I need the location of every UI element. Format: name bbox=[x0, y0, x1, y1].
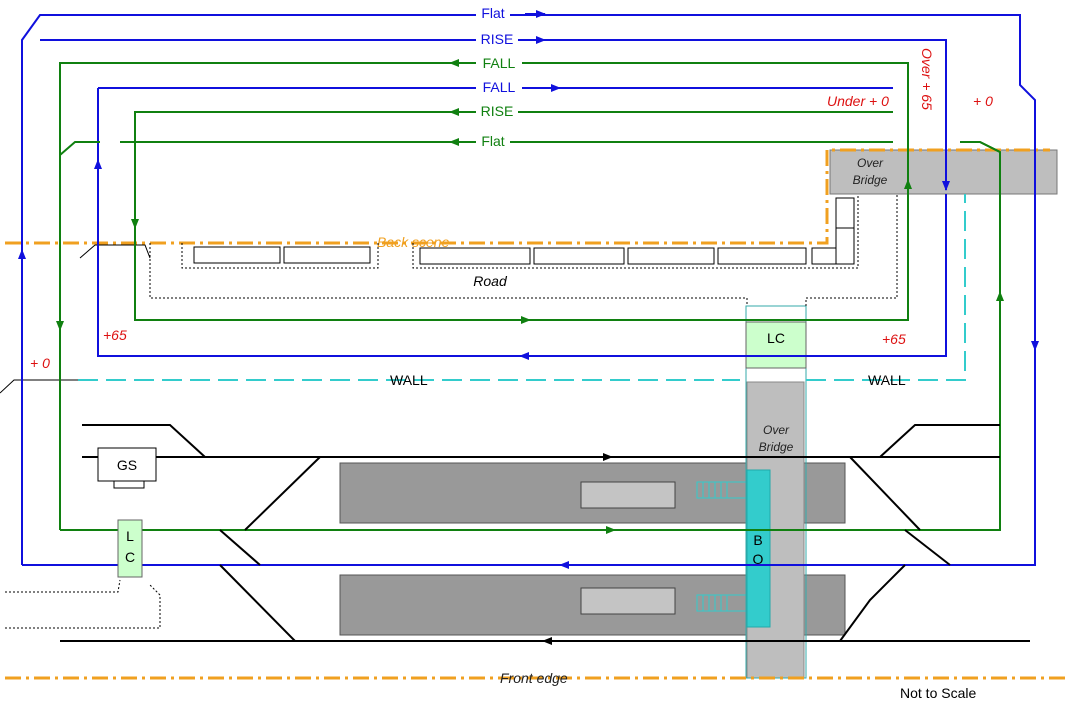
track-flat-outer bbox=[21, 14, 1036, 566]
height-under0: Under + 0 bbox=[827, 93, 889, 109]
height-plus65-left: +65 bbox=[103, 327, 127, 343]
road-inner-outline bbox=[181, 194, 859, 269]
label-fall-outer: FALL bbox=[483, 55, 516, 71]
wall-line bbox=[78, 194, 966, 381]
steps-lower bbox=[696, 594, 748, 612]
low-relief-buildings bbox=[193, 197, 855, 265]
height-over65: Over + 65 bbox=[919, 48, 935, 110]
booking-office-label-1: B bbox=[753, 532, 762, 548]
goods-shed-dock bbox=[113, 480, 145, 489]
booking-office bbox=[746, 469, 771, 628]
label-rise-inner: RISE bbox=[481, 103, 514, 119]
level-crossing-top bbox=[745, 321, 807, 369]
track-flat-inner-dash bbox=[979, 141, 1001, 153]
back-scene-label: Back scene bbox=[377, 234, 450, 250]
road-label: Road bbox=[473, 273, 508, 289]
front-edge-label: Front edge bbox=[500, 670, 568, 686]
height-plus0-left: + 0 bbox=[30, 355, 50, 371]
goods-shed-label: GS bbox=[117, 457, 137, 473]
over-bridge-top-label-2: Bridge bbox=[853, 173, 888, 187]
baseboard-left-upper bbox=[79, 244, 151, 259]
wall-left-label: WALL bbox=[390, 372, 428, 388]
over-bridge-outline bbox=[745, 305, 807, 679]
over-bridge-mid-label-2: Bridge bbox=[759, 440, 794, 454]
track-rise-top bbox=[40, 39, 947, 190]
back-scene-line bbox=[5, 148, 1050, 245]
label-rise-top: RISE bbox=[481, 31, 514, 47]
height-plus65-right: +65 bbox=[882, 331, 906, 347]
platform-upper-building bbox=[580, 481, 676, 509]
label-flat-inner: Flat bbox=[481, 133, 504, 149]
over-bridge-top-label-1: Over bbox=[857, 156, 884, 170]
wall-right-label: WALL bbox=[868, 372, 906, 388]
booking-office-label-2: O bbox=[753, 551, 764, 567]
baseboard-left-lower bbox=[5, 579, 161, 629]
not-to-scale-note: Not to Scale bbox=[900, 685, 976, 701]
track-rise-inner bbox=[134, 111, 909, 321]
level-crossing-left-label-2: C bbox=[125, 549, 135, 565]
label-flat-top: Flat bbox=[481, 5, 504, 21]
road-outline bbox=[149, 194, 898, 306]
baseboard-left-mid bbox=[0, 379, 78, 394]
level-crossing-top-label: LC bbox=[767, 330, 785, 346]
platform-lower-building bbox=[580, 587, 676, 615]
height-plus0-right: + 0 bbox=[973, 93, 993, 109]
label-fall-inner: FALL bbox=[483, 79, 516, 95]
track-fall-outer bbox=[97, 87, 947, 357]
level-crossing-left bbox=[117, 519, 143, 578]
over-bridge-mid-label-1: Over bbox=[763, 423, 790, 437]
level-crossing-left-label-1: L bbox=[126, 528, 134, 544]
